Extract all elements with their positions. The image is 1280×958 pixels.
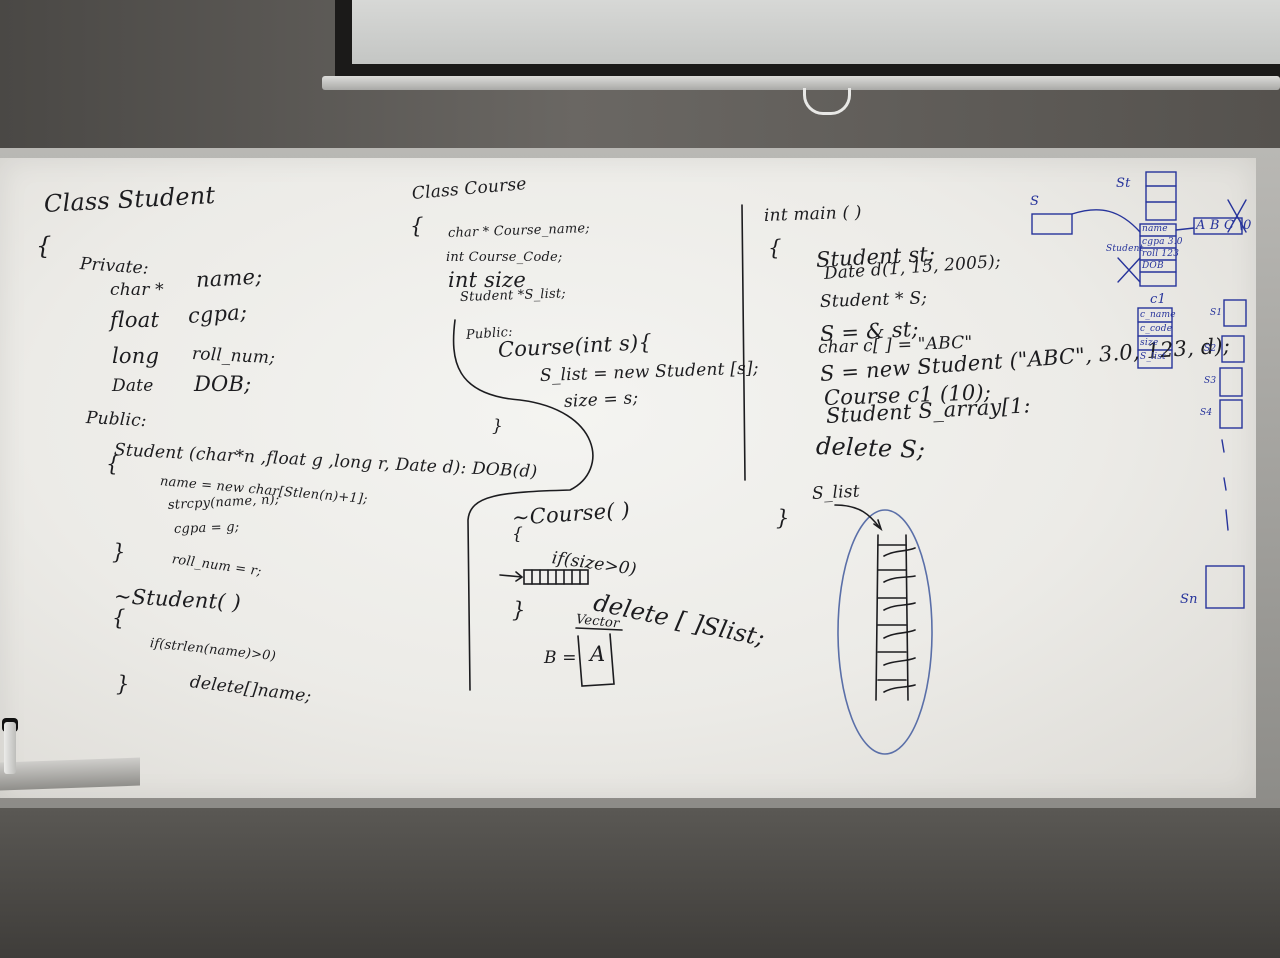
slist-array-diagram — [834, 504, 933, 755]
student-open-brace: { — [36, 232, 52, 260]
student-member-type: char * — [110, 280, 164, 300]
main-open-brace: { — [768, 236, 782, 260]
memory-course-code-field: c_code — [1140, 324, 1173, 334]
constructor-body-line: cgpa = g; — [173, 519, 240, 537]
memory-last-slot-label: Sn — [1180, 592, 1198, 607]
memory-student-label: Student — [1106, 244, 1144, 254]
course-member: int Course_Code; — [446, 250, 563, 265]
screen-pull-handle — [803, 88, 851, 115]
memory-slot-label: S4 — [1200, 408, 1213, 418]
main-close-brace: } — [776, 506, 790, 530]
memory-slot-label: S1 — [1210, 308, 1223, 318]
course-destructor-close: } — [512, 598, 526, 622]
student-member-type: long — [112, 344, 160, 368]
course-constructor-body: size = s; — [563, 388, 639, 412]
wall — [0, 808, 1280, 958]
main-line: delete S; — [815, 432, 926, 464]
course-destructor-open: { — [512, 524, 524, 544]
destructor-open-brace: { — [112, 606, 126, 630]
student-public-label: Public: — [85, 408, 148, 432]
memory-abc-array: A B C \0 — [1196, 218, 1252, 233]
main-header: int main ( ) — [763, 202, 863, 226]
course-member: int size — [448, 268, 526, 292]
memory-dob-field: DOB — [1142, 261, 1164, 271]
memory-roll-field: roll 123 — [1142, 249, 1180, 259]
student-member-name: cgpa; — [187, 299, 248, 328]
memory-course-name-field: c_name — [1140, 310, 1176, 320]
constructor-close-brace: } — [112, 540, 126, 564]
course-separator-curve — [452, 319, 594, 691]
memory-slist-field: S_list — [1140, 352, 1166, 362]
whiteboard — [0, 158, 1256, 798]
student-member-type: float — [110, 308, 160, 332]
delete-array-diagram — [499, 569, 589, 585]
projector-screen — [352, 0, 1280, 64]
student-member-name: roll_num; — [191, 344, 276, 369]
student-member-name: DOB; — [194, 372, 252, 396]
b-assign-label: B = — [544, 648, 577, 668]
course-open-brace: { — [410, 214, 424, 238]
whiteboard-marker — [4, 722, 16, 774]
constructor-open-brace: { — [106, 452, 120, 476]
memory-s-label: S — [1030, 194, 1040, 209]
projector-screen-bar — [322, 76, 1280, 90]
memory-size-field: size — [1140, 338, 1159, 348]
vector-value: A — [590, 642, 606, 666]
course-constructor-close: } — [492, 416, 504, 436]
vector-box — [575, 627, 623, 687]
memory-slot-label: S2 — [1204, 344, 1217, 354]
memory-cgpa-field: cgpa 3.0 — [1142, 237, 1183, 247]
memory-diagram-strokes — [1031, 171, 1247, 609]
memory-c1-label: c1 — [1150, 292, 1166, 307]
main-line: Student * S; — [819, 288, 928, 312]
memory-st-label: St — [1116, 176, 1131, 191]
student-member-type: Date — [112, 376, 154, 396]
slist-label: S_list — [811, 481, 861, 504]
memory-name-field: name — [1142, 224, 1168, 234]
memory-slot-label: S3 — [1204, 376, 1217, 386]
column-divider-line — [741, 204, 746, 481]
student-member-name: name; — [195, 264, 264, 292]
student-class-close-brace: } — [116, 672, 130, 696]
